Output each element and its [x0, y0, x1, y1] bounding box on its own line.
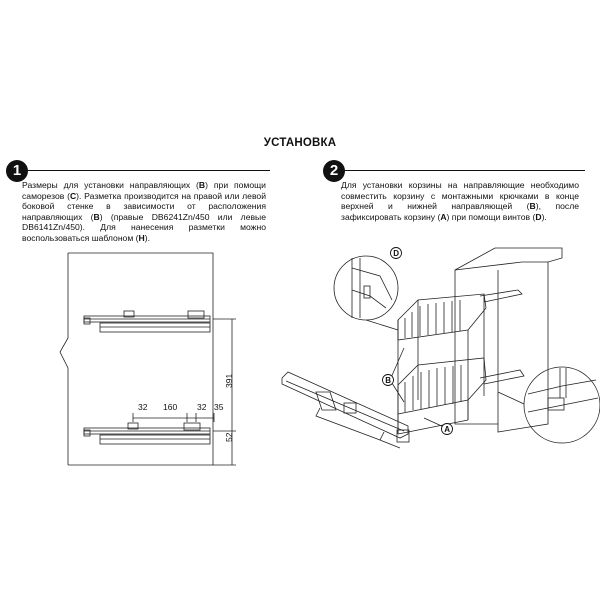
step-2-label-b: B [529, 201, 536, 212]
step-1-text-part: ) (правые DB6241Zn/450 или левые DB6141Z… [22, 211, 266, 243]
marker-a: A [441, 423, 453, 435]
cabinet [454, 247, 563, 433]
lower-rail [83, 422, 211, 445]
step-1-text-part: ). Разметка производится на правой или л… [22, 190, 266, 222]
detail-callout-d [333, 255, 399, 331]
page-title: УСТАНОВКА [263, 137, 337, 149]
dim-35: 35 [214, 402, 224, 412]
step-1-label-b: B [198, 180, 206, 190]
step-1-text-part: ) при помощи саморезов ( [22, 180, 266, 201]
step-1-text: Размеры для установки направляющих (B) п… [22, 180, 266, 244]
step-2-label-d: D [535, 211, 542, 222]
step-2-label-a: A [440, 211, 447, 222]
basket-drawing [281, 247, 600, 449]
step-1-rule [28, 170, 270, 171]
dim-32-right: 32 [197, 402, 207, 412]
step-1-number: 1 [6, 160, 28, 182]
detail-callout-right [497, 366, 600, 444]
upper-rail [83, 310, 211, 333]
marker-d-label: D [393, 249, 399, 258]
marker-a-label: A [444, 425, 450, 434]
step-2-number: 2 [323, 160, 345, 182]
basket [397, 289, 525, 435]
marker-b: B [382, 374, 394, 386]
side-wall-drawing [59, 252, 236, 466]
marker-d: D [390, 247, 402, 259]
dim-391: 391 [224, 374, 234, 388]
step-1-label-h: H [138, 232, 145, 243]
step-2-text-part: ), после зафиксировать корзину ( [341, 201, 579, 222]
step-2-text: Для установки корзины на направляющие не… [341, 180, 579, 222]
dim-52: 52 [224, 432, 234, 442]
step-1-text-part: ). [144, 232, 150, 243]
step-2-text-part: ) при помощи винтов ( [446, 211, 536, 222]
step-1-label-c: C [69, 190, 77, 201]
marker-b-label: B [385, 376, 391, 385]
step-1-label-b: B [93, 211, 100, 222]
dim-32-left: 32 [138, 402, 148, 412]
step-1-text-part: Размеры для установки направляющих ( [22, 180, 199, 190]
dim-160: 160 [163, 402, 177, 412]
step-2-text-part: ). [541, 211, 547, 222]
step-2-text-part: Для установки корзины на направляющие не… [341, 180, 579, 212]
step-2-rule [345, 170, 585, 171]
detached-rail [281, 371, 410, 449]
